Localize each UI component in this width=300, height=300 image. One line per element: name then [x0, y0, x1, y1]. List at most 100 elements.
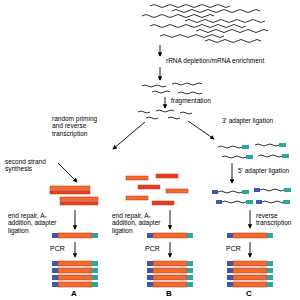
five-prime-adapter [227, 233, 233, 238]
rna-fragment [255, 144, 279, 146]
rna-strand [185, 20, 265, 23]
rna-strand [152, 91, 170, 93]
rna-fragment [156, 110, 174, 112]
cdna-strand [156, 174, 178, 178]
three-prime-adapter [246, 155, 253, 159]
step-arrow [160, 67, 161, 80]
three-prime-adapter [283, 200, 290, 204]
five-prime-adapter [227, 282, 233, 287]
three-prime-adapter [267, 275, 273, 280]
five-prime-adapter [52, 261, 58, 266]
cdna-insert [58, 261, 92, 266]
library-letter: A [71, 289, 83, 298]
three-prime-adapter [187, 233, 193, 238]
pcr-label: PCR [145, 245, 165, 253]
five-prime-adapter [147, 261, 153, 266]
cdna-insert [153, 268, 187, 273]
rna-strand [160, 35, 224, 38]
five-prime-adapter [216, 200, 222, 204]
cdna-strand [126, 176, 148, 180]
cdna-insert [58, 233, 92, 238]
step-label: second strand synthesis [5, 158, 55, 173]
rna-strand [172, 10, 260, 13]
step-label: fragmentation [171, 97, 231, 104]
cdna-strand [50, 186, 90, 190]
cdna-insert [153, 233, 187, 238]
three-prime-adapter [92, 275, 98, 280]
step-arrow [75, 210, 76, 229]
step-arrow [232, 163, 233, 183]
step-label: rRNA depletion/mRNA enrichment [166, 57, 291, 64]
rna-fragment [138, 111, 150, 113]
library-letter: B [166, 289, 178, 298]
three-prime-adapter [92, 261, 98, 266]
five-prime-adapter [254, 188, 260, 192]
step-arrow [250, 210, 251, 228]
five-prime-adapter [147, 268, 153, 273]
three-prime-adapter [284, 188, 291, 192]
three-prime-adapter [92, 233, 98, 238]
rna-fragment [222, 156, 246, 158]
cdna-strand [60, 197, 98, 201]
three-prime-adapter [282, 154, 289, 158]
rna-fragment [180, 112, 192, 114]
three-prime-adapter [267, 261, 273, 266]
five-prime-adapter [212, 190, 218, 194]
five-prime-adapter [52, 282, 58, 287]
cdna-insert [233, 268, 267, 273]
five-prime-adapter [227, 268, 233, 273]
rna-strand [172, 83, 202, 85]
cdna-strand [152, 201, 174, 205]
cdna-single-strands [126, 174, 188, 205]
five-prime-adapter [227, 261, 233, 266]
library-letter: C [246, 289, 258, 298]
three-prime-adapter [246, 200, 253, 204]
product-stack [227, 261, 273, 287]
rna-fragment [262, 201, 283, 203]
step-arrow [75, 242, 76, 257]
step-arrow [165, 97, 166, 108]
rna-fragment [218, 146, 242, 148]
ligated-library-strands [52, 233, 273, 238]
step-arrow [250, 242, 251, 257]
five-prime-adapter [256, 200, 262, 204]
five-prime-adapter [52, 268, 58, 273]
cdna-insert [153, 261, 187, 266]
rna-fragment [258, 155, 282, 157]
five-prime-adapter [52, 233, 58, 238]
cdna-insert [153, 282, 187, 287]
cdna-insert [58, 268, 92, 273]
rna-strand [150, 5, 230, 8]
rna-fragments [138, 110, 192, 119]
rna-fragment [218, 191, 242, 193]
five-prime-adapter [227, 275, 233, 280]
three-prime-adapter [187, 268, 193, 273]
five-prime-adapter [52, 275, 58, 280]
five-prime-ligated-fragments [212, 188, 291, 204]
step-label: 5' adapter ligation [238, 167, 296, 174]
cdna-strand [50, 191, 90, 195]
five-prime-adapter [147, 282, 153, 287]
product-stack [52, 261, 98, 287]
rna-strand [205, 40, 261, 43]
enriched-rna [142, 83, 202, 94]
step-arrow [170, 210, 171, 229]
three-prime-adapter [187, 282, 193, 287]
rna-molecules [142, 5, 268, 43]
rna-strand [178, 92, 202, 94]
three-prime-adapter [267, 282, 273, 287]
cdna-double-strands [50, 186, 98, 205]
step-arrow [170, 242, 171, 257]
step-arrow [58, 163, 77, 182]
cdna-insert [153, 275, 187, 280]
cdna-insert [58, 275, 92, 280]
rna-strand [150, 25, 246, 28]
step-arrow [160, 45, 161, 56]
step-arrow [113, 122, 145, 149]
step-label: random priming and reverse transcription [52, 115, 108, 137]
pcr-label: PCR [50, 245, 70, 253]
three-prime-adapter [279, 143, 286, 147]
